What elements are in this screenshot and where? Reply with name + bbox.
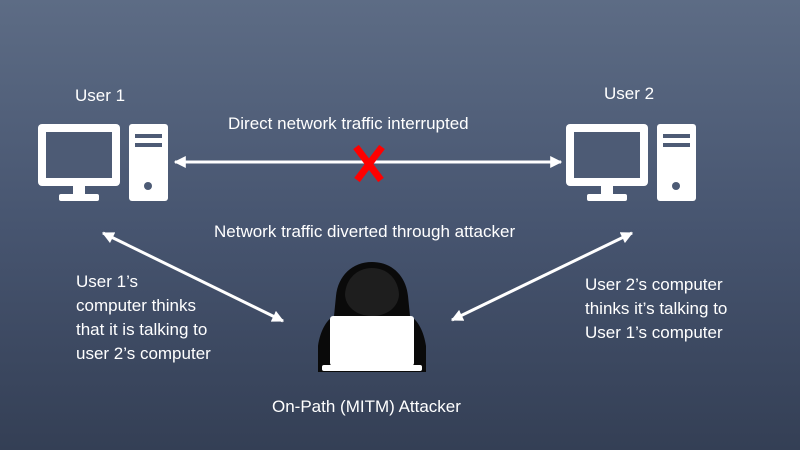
blocked-x-icon bbox=[353, 144, 385, 183]
user2-attacker-arrow bbox=[450, 231, 634, 322]
user1-label: User 1 bbox=[75, 86, 126, 105]
diverted-traffic-label: Network traffic diverted through attacke… bbox=[214, 222, 516, 241]
attacker-label: On-Path (MITM) Attacker bbox=[272, 397, 461, 416]
hooded-hacker-icon bbox=[318, 262, 426, 372]
user1-computer-icon bbox=[38, 124, 168, 201]
user1-attacker-arrow bbox=[101, 231, 285, 323]
direct-traffic-label: Direct network traffic interrupted bbox=[228, 114, 469, 133]
user2-computer-icon bbox=[566, 124, 696, 201]
user2-label: User 2 bbox=[604, 84, 655, 103]
